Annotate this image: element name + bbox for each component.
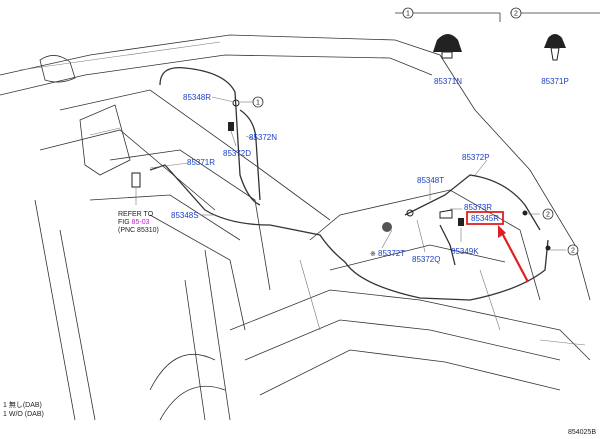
legend-box-1: 1 85371N — [395, 7, 501, 86]
red-arrow-icon — [498, 225, 529, 283]
part-85372T: 85372T — [378, 249, 405, 258]
components — [131, 99, 551, 251]
footnote-2: 1 W/O (DAB) — [3, 411, 44, 418]
grommet-85372T — [382, 222, 392, 232]
legend-1-number: 1 — [406, 11, 410, 18]
leader-lines — [135, 96, 566, 253]
footnote-1: 1 無し(DAB) — [3, 400, 42, 409]
part-85372N: 85372N — [249, 133, 277, 142]
figure-id: 854025B — [568, 429, 596, 436]
hose-front-vertical — [159, 66, 261, 206]
legend-2-number: 2 — [514, 11, 518, 18]
svg-text:2: 2 — [571, 248, 575, 255]
part-85372Q: 85372Q — [412, 255, 440, 264]
vehicle-outline — [0, 34, 591, 421]
callout-1: 1 — [252, 96, 264, 108]
part-labels: 85348R 85372N 85372D 85371R 85348S 85372… — [171, 93, 499, 264]
pump-icon — [131, 172, 141, 188]
svg-text:(PNC 85310): (PNC 85310) — [118, 227, 159, 234]
svg-text:2: 2 — [546, 212, 550, 219]
hose-rear — [404, 174, 541, 231]
clip-85348R — [232, 99, 240, 107]
svg-text:1: 1 — [256, 100, 260, 107]
part-85373R: 85373R — [464, 203, 492, 212]
nozzle-85349K — [458, 218, 464, 226]
highlight-box-85345R — [466, 211, 504, 225]
svg-text:FIG 85-03: FIG 85-03 — [118, 219, 150, 226]
part-85349K: 85349K — [451, 247, 479, 256]
legend-1-circle — [402, 7, 414, 19]
washer-hoses — [149, 66, 549, 301]
fig-link: 85-03 — [132, 219, 150, 226]
part-85371N: 85371N — [434, 77, 462, 86]
part-85348R: 85348R — [183, 93, 211, 102]
callout-2b: 2 — [567, 244, 579, 256]
clip-85371P-icon — [544, 34, 566, 61]
callout-2a: 2 — [542, 208, 554, 220]
svg-text:REFER TO: REFER TO — [118, 211, 154, 218]
part-85371R: 85371R — [187, 158, 215, 167]
hose-main-run — [149, 164, 549, 301]
legend-2-circle — [510, 7, 522, 19]
part-85372P: 85372P — [462, 153, 490, 162]
part-85345R: 85345R — [471, 214, 499, 223]
part-85348S: 85348S — [171, 211, 199, 220]
clip-85372D — [228, 122, 234, 131]
clip-85371N-icon — [433, 34, 462, 59]
part-85371P: 85371P — [541, 77, 569, 86]
part-85348T: 85348T — [417, 176, 444, 185]
legend-box-2: 2 85371P — [510, 7, 600, 86]
part-85372D: 85372D — [223, 149, 251, 158]
asterisk-marker: ※ — [370, 251, 376, 258]
hose-rear-lower — [439, 224, 456, 266]
refer-note: REFER TO FIG 85-03 (PNC 85310) — [118, 211, 159, 234]
